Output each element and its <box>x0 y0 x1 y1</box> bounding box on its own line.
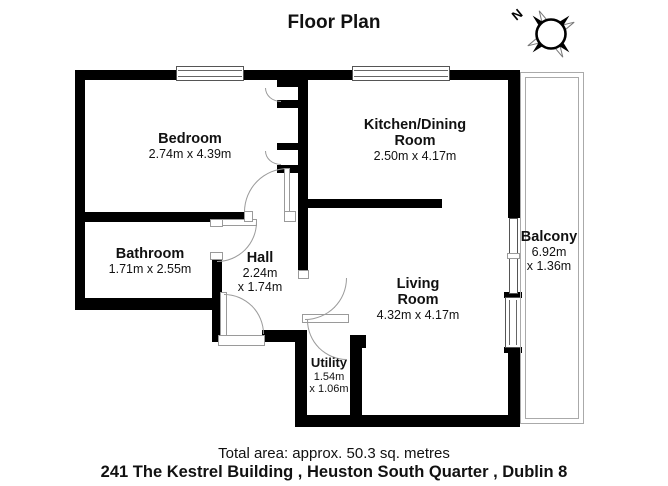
wall-bathroom-bottom <box>75 298 222 310</box>
kitchen-dims: 2.50m x 4.17m <box>373 149 457 164</box>
kitchen-name-line1: Kitchen/Dining <box>363 117 467 133</box>
balcony-sliding-door-glass <box>509 300 517 345</box>
wall-bottom <box>295 415 520 427</box>
entrance-door-arc <box>224 294 264 334</box>
living-dims: 4.32m x 4.17m <box>376 308 460 323</box>
utility-door-arc <box>307 320 347 360</box>
room-label-living: Living Room 4.32m x 4.17m <box>377 276 460 322</box>
property-address: 241 The Kestrel Building , Heuston South… <box>100 463 568 481</box>
wall-right-lower <box>508 348 520 427</box>
wall-left <box>75 70 85 310</box>
wall-kitchen-living-divider <box>298 199 442 208</box>
balcony-dim2: x 1.36m <box>526 259 572 274</box>
balcony-sliding-door <box>505 297 521 348</box>
room-label-bathroom: Bathroom 1.71m x 2.55m <box>109 246 192 276</box>
balcony-rail-inner <box>525 77 579 419</box>
utility-name: Utility <box>310 355 348 370</box>
bathroom-name: Bathroom <box>115 246 185 262</box>
narrow-window-joint <box>507 253 520 259</box>
wall-utility-right-nub <box>350 335 366 348</box>
wall-hall-left-lower <box>212 298 222 342</box>
compass-rose-icon: N <box>509 6 575 58</box>
living-name-line1: Living <box>396 276 440 292</box>
window-cap-bottom <box>504 347 522 353</box>
page-title: Floor Plan <box>287 12 381 33</box>
bedroom-dims: 2.74m x 4.39m <box>148 147 232 162</box>
bedroom-door-threshold-left <box>244 211 253 222</box>
bedroom-name: Bedroom <box>158 131 222 147</box>
wall-bathroom-right-lower <box>212 258 222 310</box>
kitchen-window-glass <box>354 70 448 77</box>
bathroom-dims: 1.71m x 2.55m <box>108 262 192 277</box>
closet1-bottom-stub <box>277 100 302 108</box>
wall-utility-left <box>295 330 307 427</box>
balcony-name: Balcony <box>520 229 578 245</box>
room-label-utility: Utility 1.54m x 1.06m <box>309 355 349 395</box>
bedroom-window-glass <box>178 70 242 77</box>
bedroom-window <box>176 66 244 81</box>
wall-kitchen-left <box>298 80 308 278</box>
room-label-hall: Hall 2.24m x 1.74m <box>238 250 282 294</box>
closet2-top-stub <box>277 143 302 150</box>
living-name-line2: Room <box>397 292 439 309</box>
closet1-door-arc <box>265 88 281 102</box>
closet1-top-stub <box>277 80 302 87</box>
closet2-door-arc <box>265 151 281 165</box>
total-area-text: Total area: approx. 50.3 sq. metres <box>218 445 450 462</box>
utility-dim1: 1.54m <box>313 370 345 383</box>
wall-bathroom-right-upper <box>212 212 222 224</box>
wall-right-upper <box>508 70 520 218</box>
kitchen-window <box>352 66 450 81</box>
bedroom-door-threshold-right <box>284 211 296 222</box>
living-door-threshold <box>298 270 309 279</box>
hall-dim1: 2.24m <box>242 266 278 281</box>
kitchen-name-line2: Room <box>394 133 436 150</box>
bedroom-door-arc <box>244 168 288 212</box>
hall-name: Hall <box>246 250 274 266</box>
window-cap-top <box>504 292 522 298</box>
balcony-rail-outer <box>520 72 584 424</box>
wall-top <box>75 70 520 80</box>
entrance-door-threshold <box>218 335 265 346</box>
room-label-kitchen: Kitchen/Dining Room 2.50m x 4.17m <box>364 117 466 163</box>
compass-circle <box>535 18 567 50</box>
wall-bedroom-bottom <box>75 212 247 222</box>
compass-north-label: N <box>509 6 526 24</box>
utility-dim2: x 1.06m <box>309 382 349 395</box>
room-label-balcony: Balcony 6.92m x 1.36m <box>521 229 577 273</box>
balcony-dim1: 6.92m <box>531 245 567 260</box>
wall-utility-right <box>350 335 362 427</box>
room-label-bedroom: Bedroom 2.74m x 4.39m <box>149 131 232 161</box>
hall-dim2: x 1.74m <box>237 280 283 295</box>
